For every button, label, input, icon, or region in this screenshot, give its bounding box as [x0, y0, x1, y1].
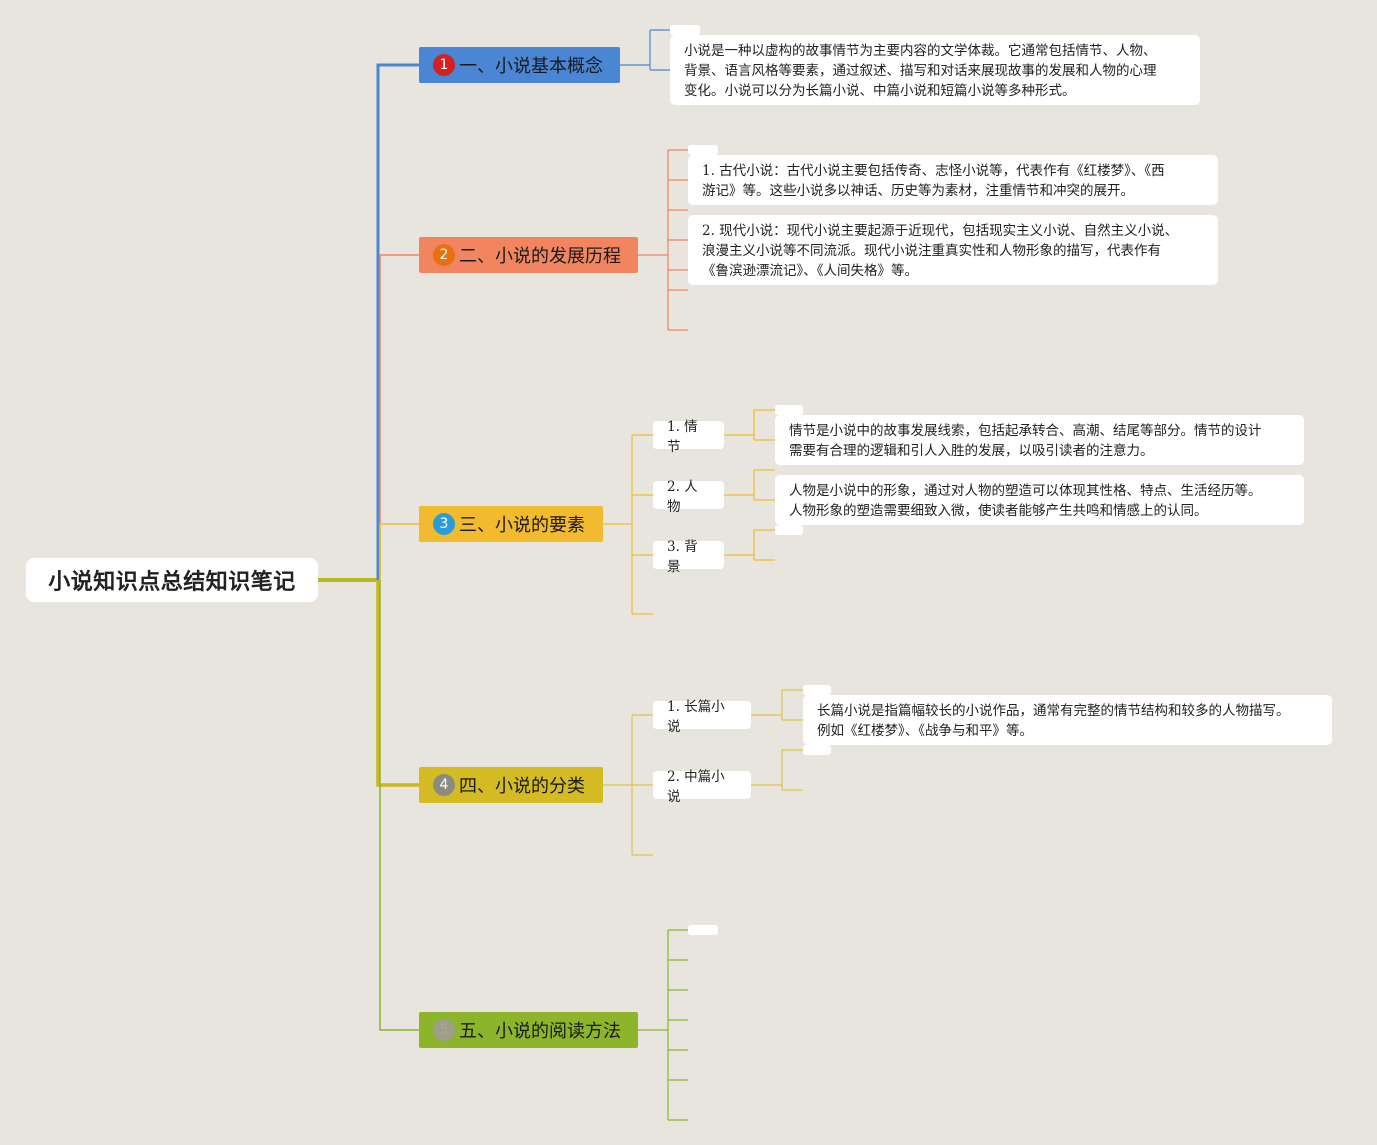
number-badge-icon: 1: [433, 54, 455, 76]
empty-node[interactable]: [775, 525, 803, 535]
sub-medium-novel[interactable]: 2. 中篇小说: [653, 769, 751, 805]
sub-plot[interactable]: 1. 情节: [653, 419, 724, 455]
empty-node[interactable]: [688, 925, 718, 935]
note-modern-novel[interactable]: 2. 现代小说：现代小说主要起源于近现代，包括现实主义小说、自然主义小说、 浪漫…: [688, 215, 1218, 285]
root-topic[interactable]: 小说知识点总结知识笔记: [26, 558, 318, 602]
note-ancient-novel[interactable]: 1. 古代小说：古代小说主要包括传奇、志怪小说等，代表作有《红楼梦》、《西 游记…: [688, 155, 1218, 205]
sub-character[interactable]: 2. 人物: [653, 479, 724, 515]
note-plot[interactable]: 情节是小说中的故事发展线索，包括起承转合、高潮、结尾等部分。情节的设计 需要有合…: [775, 415, 1304, 465]
branch-history[interactable]: 2 二、小说的发展历程: [419, 237, 638, 273]
branch-label: 一、小说基本概念: [459, 56, 603, 77]
number-badge-icon: 3: [433, 513, 455, 535]
branch-elements[interactable]: 3 三、小说的要素: [419, 506, 603, 542]
empty-node[interactable]: [803, 745, 831, 755]
note-long-novel[interactable]: 长篇小说是指篇幅较长的小说作品，通常有完整的情节结构和较多的人物描写。 例如《红…: [803, 695, 1332, 745]
branch-label: 二、小说的发展历程: [459, 246, 621, 267]
sub-long-novel[interactable]: 1. 长篇小说: [653, 699, 751, 735]
branch-reading-methods[interactable]: 5 五、小说的阅读方法: [419, 1012, 638, 1048]
branch-label: 四、小说的分类: [459, 776, 585, 797]
note-concept[interactable]: 小说是一种以虚构的故事情节为主要内容的文学体裁。它通常包括情节、人物、 背景、语…: [670, 35, 1200, 105]
sub-setting[interactable]: 3. 背景: [653, 539, 724, 575]
branch-concept[interactable]: 1 一、小说基本概念: [419, 47, 620, 83]
empty-node[interactable]: [803, 685, 831, 695]
number-badge-icon: 5: [433, 1019, 455, 1041]
empty-node[interactable]: [688, 145, 718, 155]
branch-categories[interactable]: 4 四、小说的分类: [419, 767, 603, 803]
empty-node[interactable]: [670, 25, 700, 35]
branch-label: 五、小说的阅读方法: [459, 1021, 621, 1042]
empty-node[interactable]: [775, 405, 803, 415]
note-character[interactable]: 人物是小说中的形象，通过对人物的塑造可以体现其性格、特点、生活经历等。 人物形象…: [775, 475, 1304, 525]
branch-label: 三、小说的要素: [459, 515, 585, 536]
number-badge-icon: 2: [433, 244, 455, 266]
number-badge-icon: 4: [433, 774, 455, 796]
